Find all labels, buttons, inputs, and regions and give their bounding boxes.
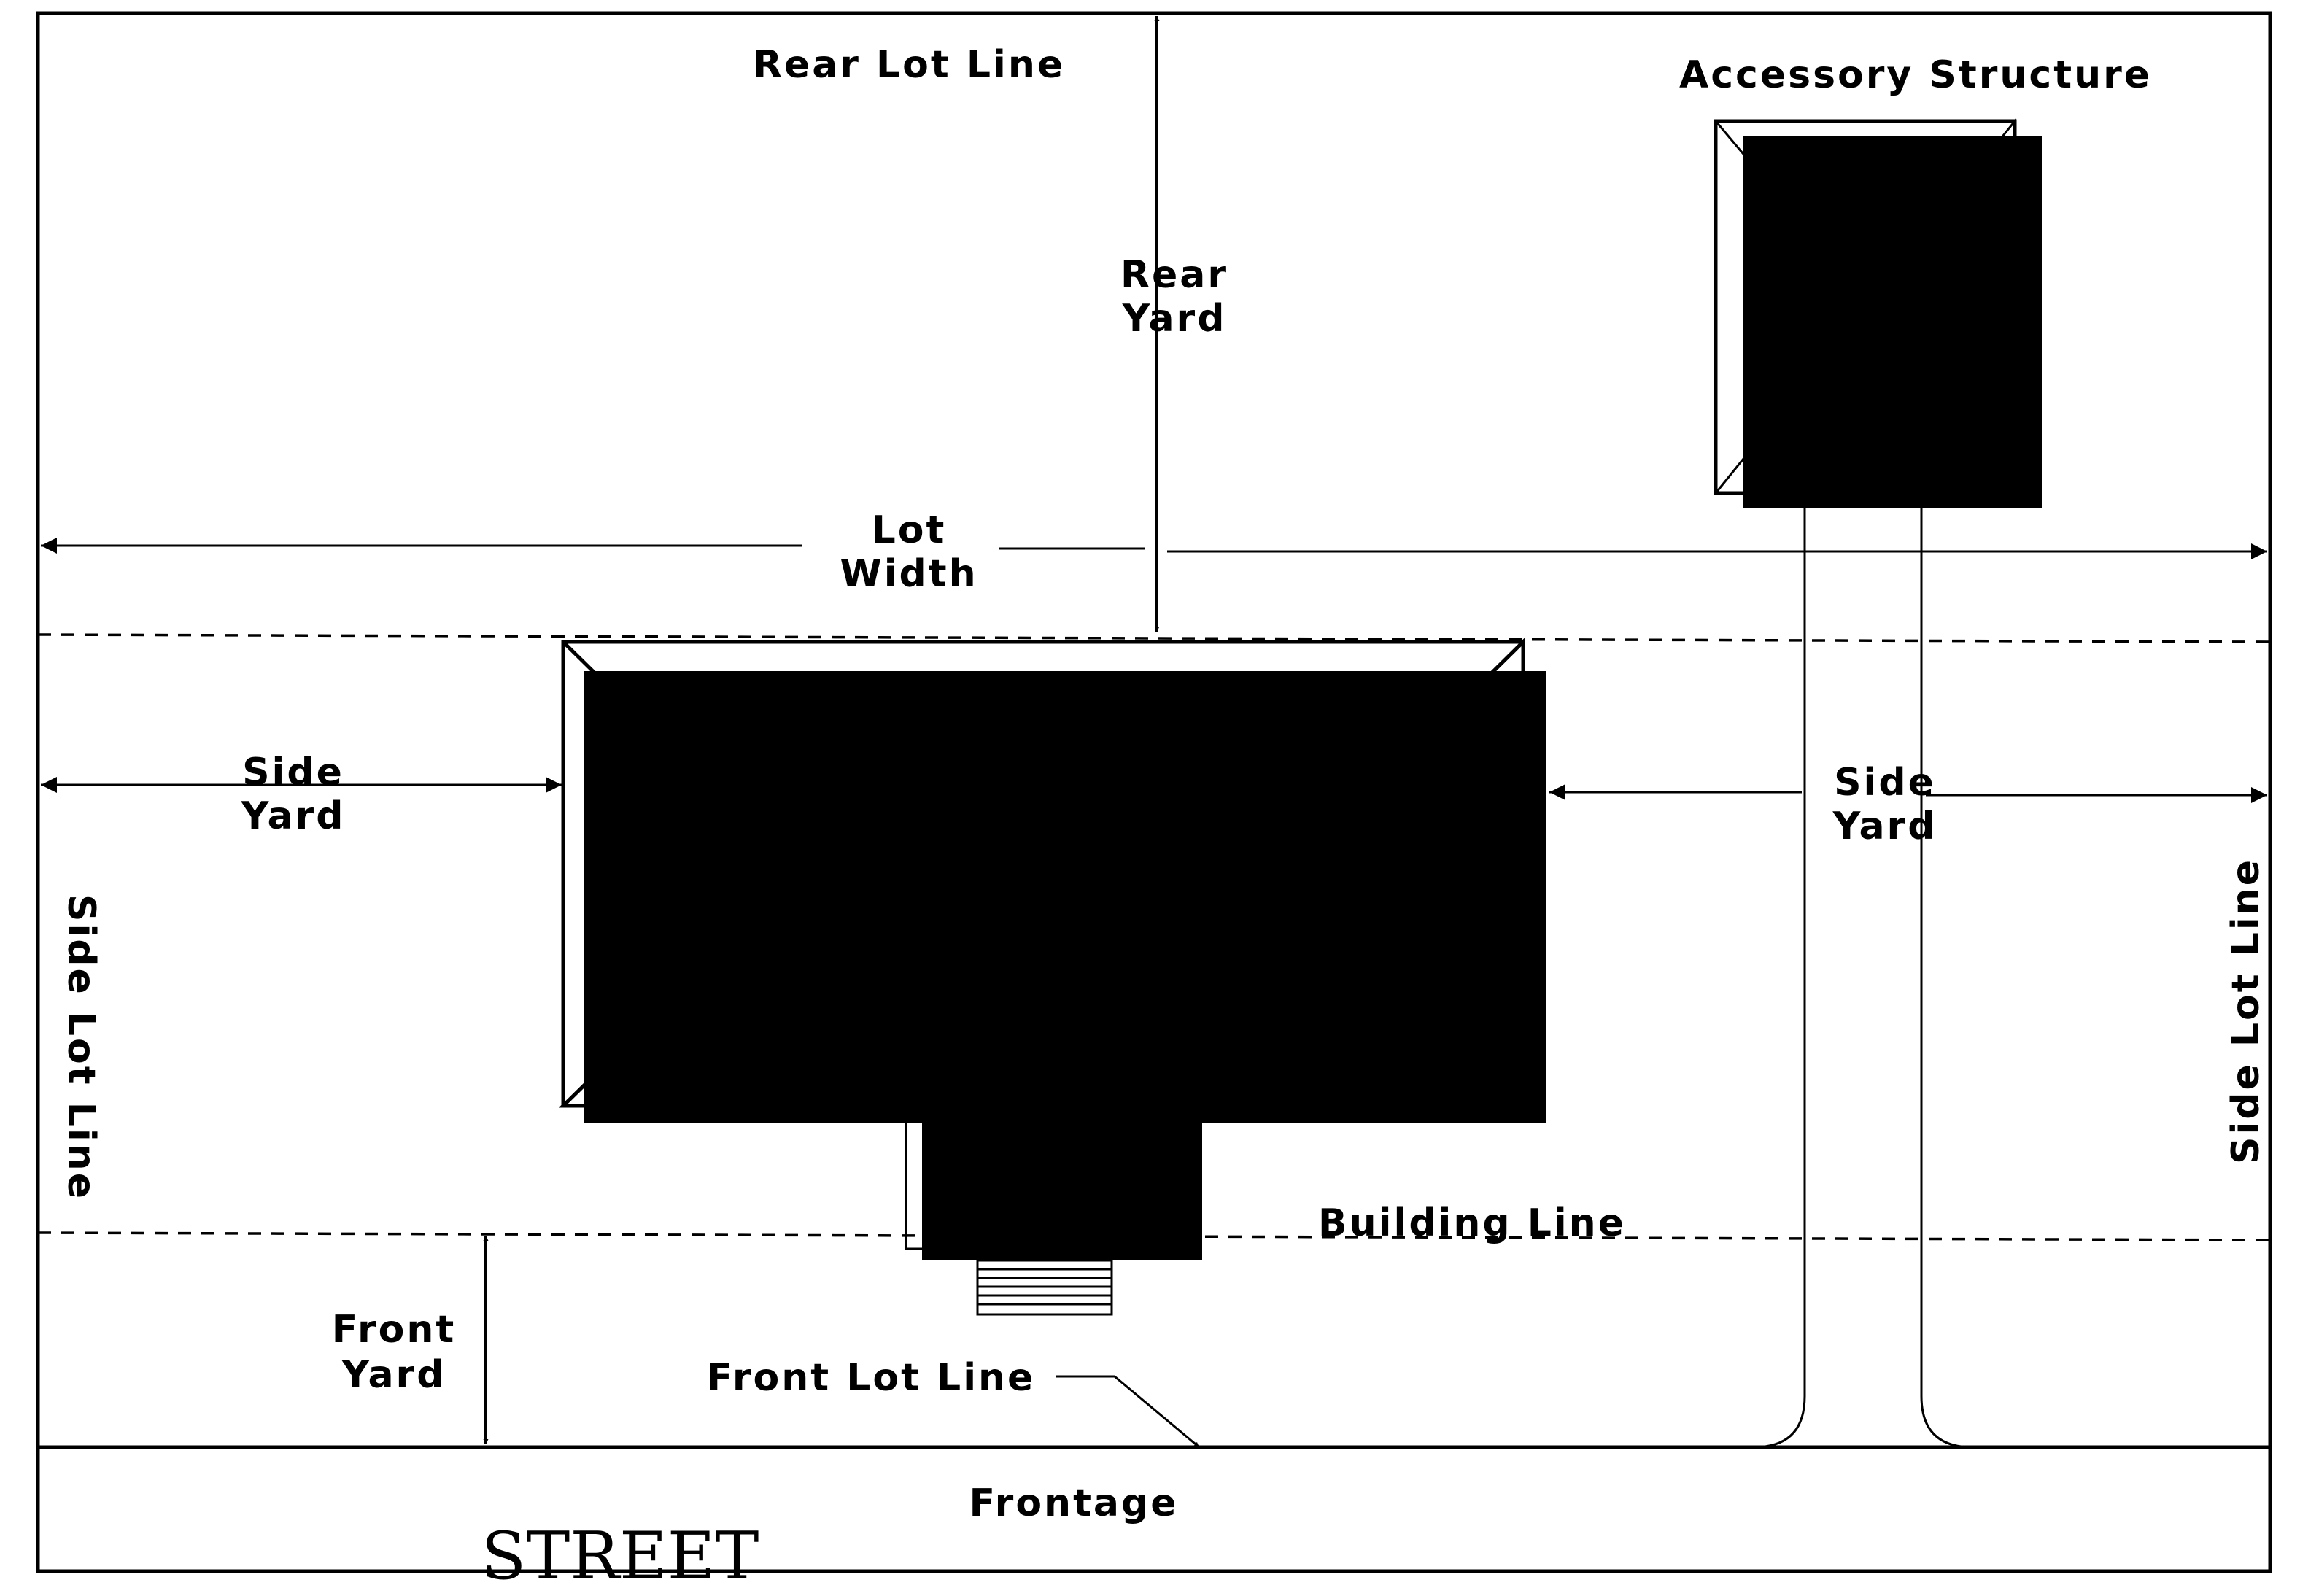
accessory-structure bbox=[1713, 117, 2042, 508]
frontage-label: Frontage bbox=[969, 1481, 1178, 1525]
front-yard-label-line2: Yard bbox=[341, 1353, 446, 1397]
side-yard-right-label-line2: Yard bbox=[1832, 805, 1937, 848]
front-lot-line-leader bbox=[1056, 1375, 1200, 1449]
lot-width-label-line2: Width bbox=[840, 552, 977, 596]
side-yard-left-label-line2: Yard bbox=[241, 794, 346, 838]
side-yard-left-label-line1: Side bbox=[242, 751, 344, 794]
street-label: STREET bbox=[481, 1518, 759, 1595]
principal-structure bbox=[558, 638, 1546, 1316]
accessory-structure-label: Accessory Structure bbox=[1679, 53, 2152, 97]
driveway bbox=[1753, 503, 1973, 1449]
lot-width-label-line1: Lot bbox=[872, 508, 947, 552]
principal-structure-label: Principal Structure bbox=[802, 740, 1248, 784]
rear-yard-label-line2: Yard bbox=[1122, 297, 1227, 341]
side-lot-line-right-label: Side Lot Line bbox=[2224, 858, 2268, 1164]
front-yard-label-line1: Front bbox=[332, 1308, 456, 1352]
building-line-label: Building Line bbox=[1318, 1201, 1626, 1245]
side-yard-right-label-line1: Side bbox=[1834, 761, 1936, 805]
side-lot-line-left-label: Side Lot Line bbox=[59, 894, 103, 1201]
rear-yard-label-line1: Rear bbox=[1120, 253, 1228, 297]
front-lot-line-label: Front Lot Line bbox=[707, 1356, 1036, 1400]
rear-lot-line-label: Rear Lot Line bbox=[753, 43, 1065, 87]
street-area bbox=[36, 1445, 2272, 1573]
